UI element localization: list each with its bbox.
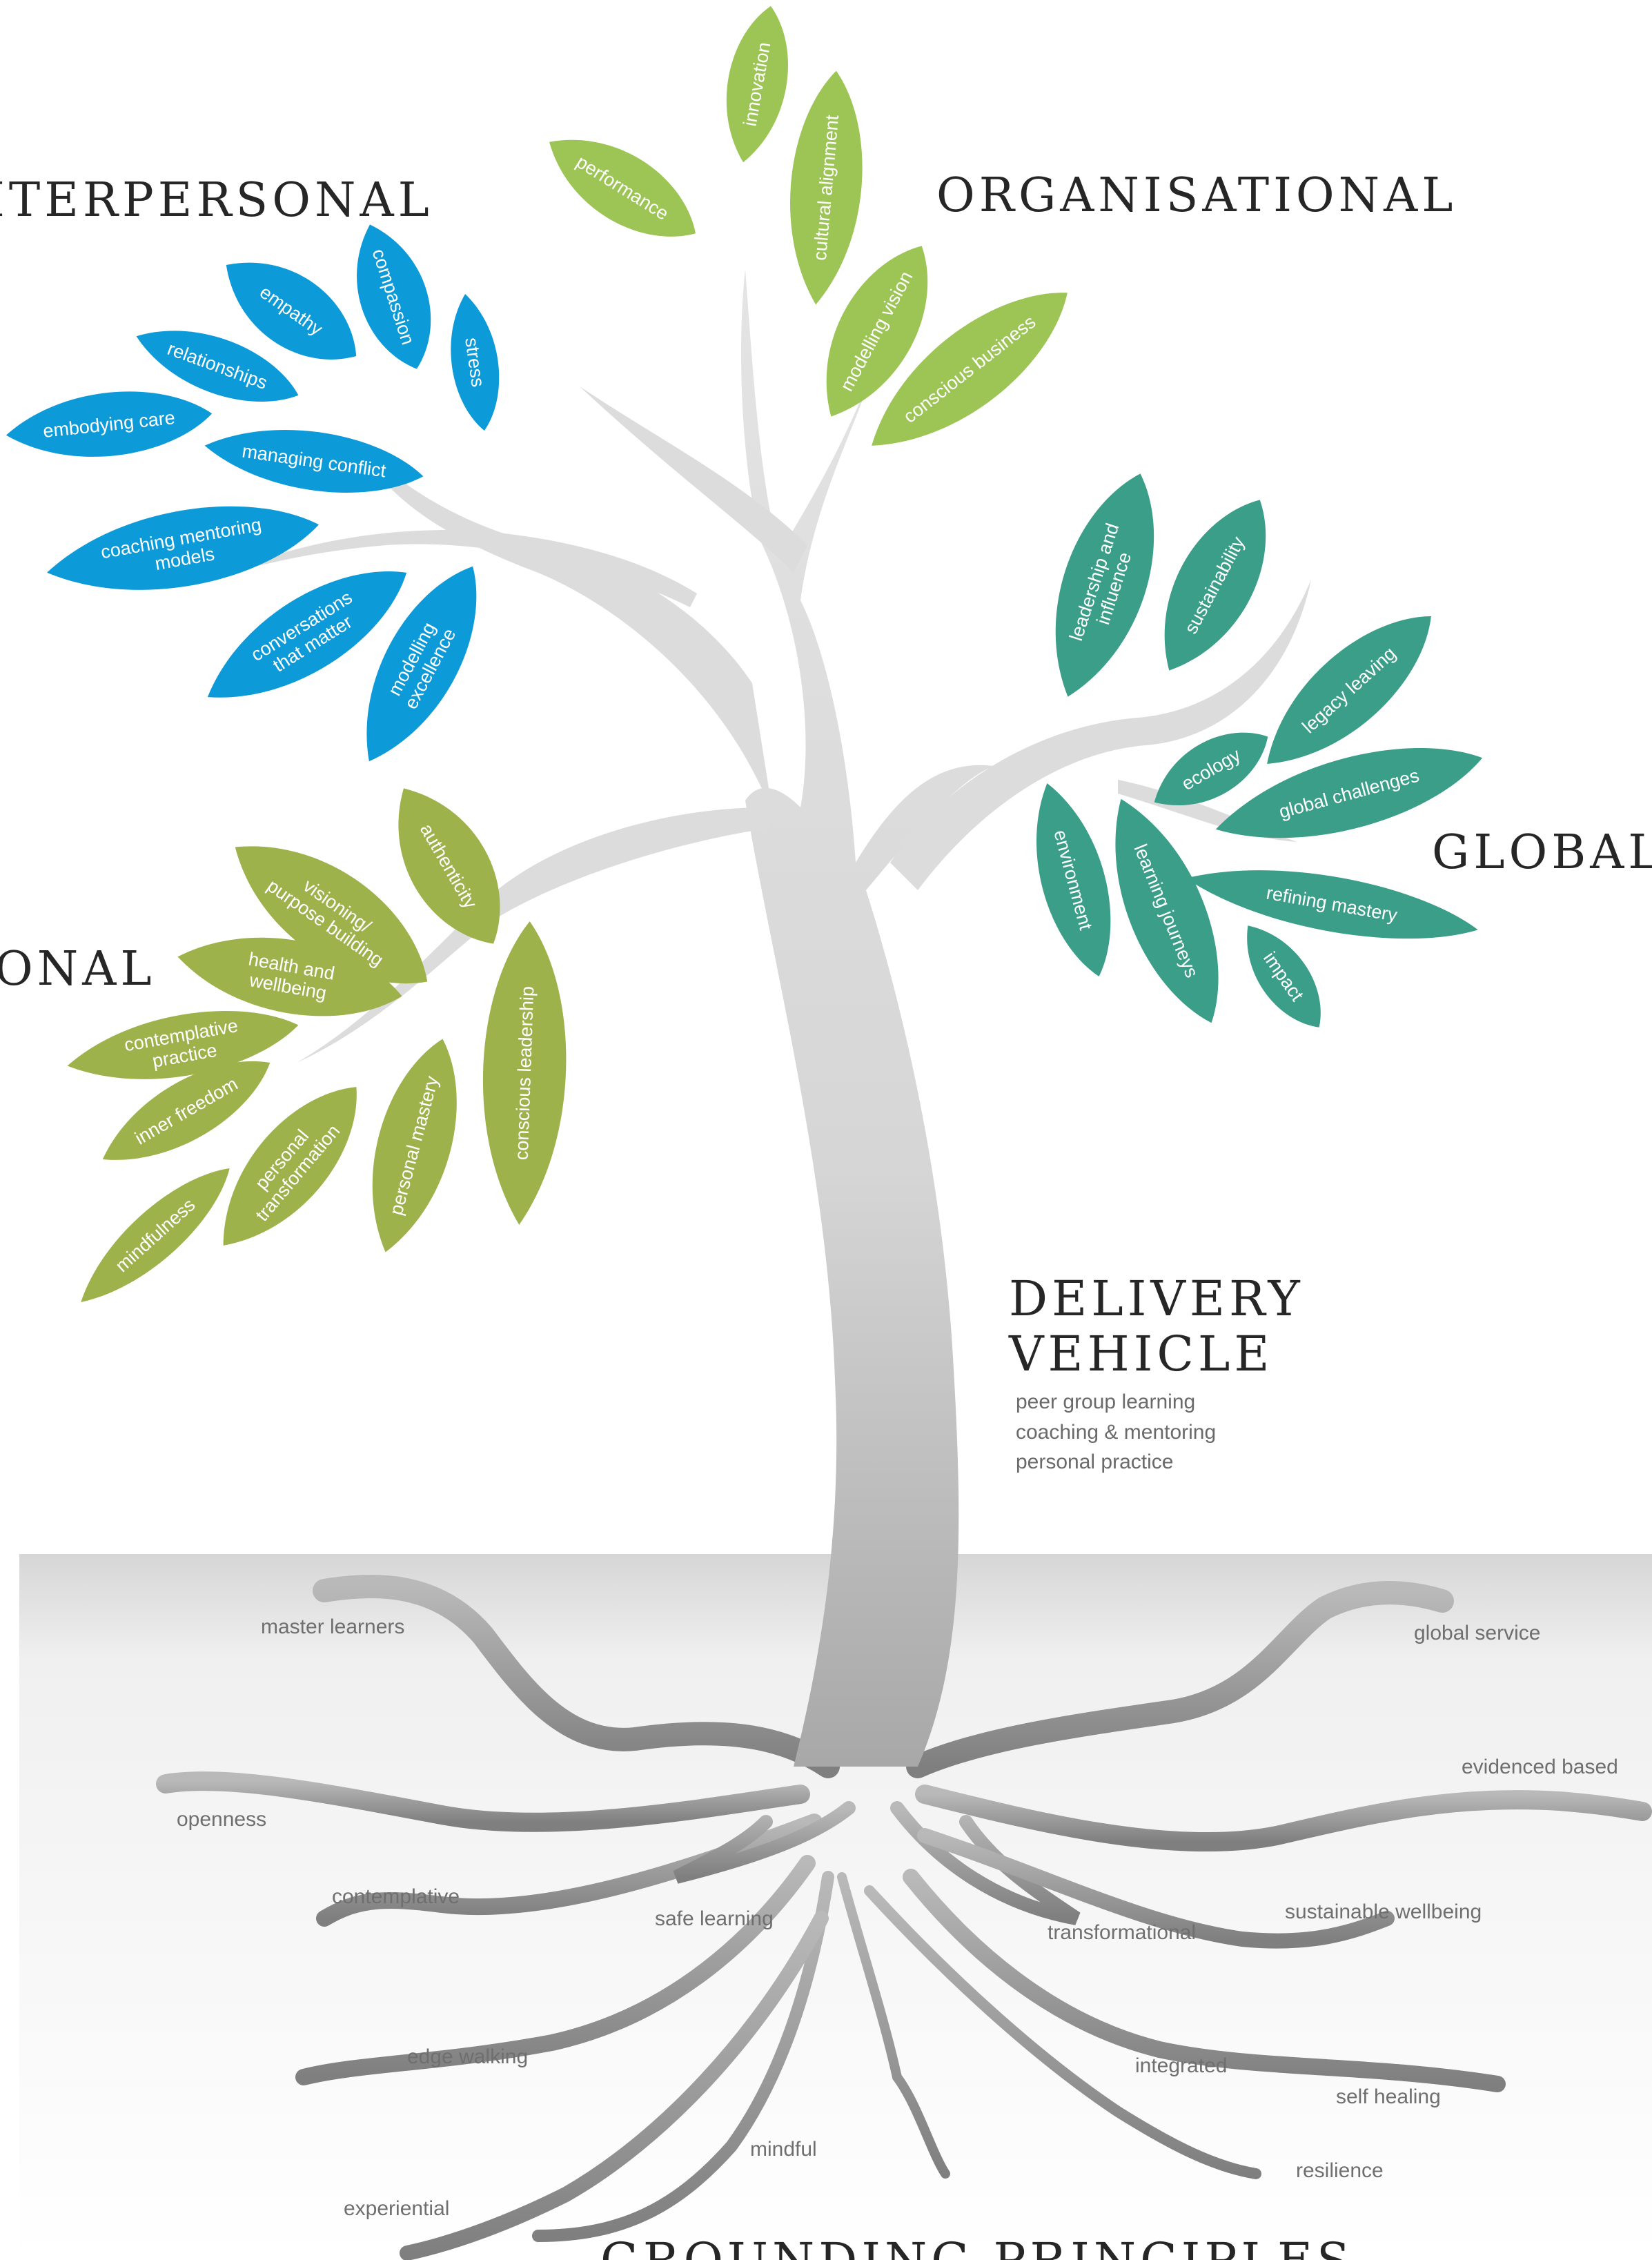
leaf-interpersonal-5: managing conflict [204,430,424,493]
leaf-shape-organisational [826,246,928,417]
root-8 [295,1855,816,2085]
root-1 [906,1581,1454,1778]
root-label: global service [1414,1622,1540,1644]
leaf-shape-personal [482,921,567,1225]
root-label: self healing [1336,2085,1441,2108]
leaf-interpersonal-2: stress [451,293,500,431]
leaf-shape-personal [235,846,428,984]
heading-global: GLOBAL [1432,825,1652,880]
root-label: evidenced based [1462,1756,1618,1778]
leaf-personal-6: personal mastery [372,1039,457,1252]
leaf-interpersonal-0: empathy [226,262,357,360]
leaf-personal-2: health andwellbeing [177,937,402,1016]
root-13 [400,1911,829,2260]
leaf-shape-interpersonal [366,566,477,762]
branch-personal [297,807,769,1063]
root-7 [917,1828,1395,1949]
branch-global [890,580,1311,890]
leaf-personal-0: authenticity [398,788,500,944]
root-10 [532,1871,834,2242]
leaf-shape-global [1036,783,1111,977]
leaf-global-0: leadership andinfluence [1055,473,1154,697]
leaf-shape-interpersonal [47,506,319,590]
leaf-global-5: environment [1036,783,1111,977]
root-11 [837,1872,950,2179]
leaf-shape-interpersonal [207,571,407,698]
leaf-shape-interpersonal [226,262,357,360]
root-2 [915,1785,1652,1852]
heading-personal: ONAL [0,942,156,996]
root-3 [156,1771,810,1832]
leaf-shape-global [1215,748,1483,838]
leaf-shape-interpersonal [204,430,424,493]
root-label: openness [177,1808,266,1831]
leaf-interpersonal-4: embodying care [6,391,213,457]
leaf-shape-global [1115,798,1219,1023]
leaf-interpersonal-1: compassion [357,224,431,369]
delivery-item-2: coaching & mentoring [1016,1421,1216,1444]
leaf-organisational-1: performance [549,139,696,237]
leaf-shape-global [1164,500,1266,671]
leaf-shape-interpersonal [6,391,213,457]
leaf-shape-global [1186,870,1478,939]
leaf-shape-organisational [790,70,863,305]
leaf-shape-personal [177,937,402,1016]
root-label: resilience [1296,2159,1384,2182]
heading-interpersonal: ITERPERSONAL [0,173,433,228]
root-labels: master learners global service evidenced b… [177,1615,1618,2220]
heading-organisational: ORGANISATIONAL [936,168,1457,223]
leaf-global-7: refining mastery [1186,870,1478,939]
leaf-shape-global [1267,616,1431,765]
root-label: contemplative [332,1885,460,1908]
branch-organisational [580,386,807,573]
root-label: master learners [261,1615,404,1638]
root-label: experiential [344,2197,449,2220]
trunk-and-branches [228,269,1311,1767]
leaf-shape-personal [372,1039,457,1252]
trunk [741,269,994,1767]
root-label: sustainable wellbeing [1285,1900,1482,1923]
leaf-global-3: ecology [1154,732,1268,805]
delivery-item-3: personal practice [1016,1451,1173,1473]
leaf-shape-personal [102,1061,271,1160]
root-0 [313,1575,840,1778]
leaf-global-4: global challenges [1215,748,1483,838]
leaf-organisational-0: innovation [726,6,788,163]
leaf-shape-interpersonal [451,293,500,431]
root-label: transformational [1048,1921,1196,1944]
leaf-shape-personal [67,1011,299,1079]
root-5 [673,1801,856,1884]
leaf-shape-personal [223,1087,357,1246]
leaf-shape-interpersonal [136,331,299,402]
leaf-interpersonal-6: coaching mentoringmodels [47,506,319,590]
leaves: innovation performance cultural alignment m… [6,6,1483,1303]
leaf-shape-interpersonal [357,224,431,369]
roots [156,1575,1652,2260]
root-label: edge walking [407,2045,528,2068]
leaf-shape-organisational [872,293,1068,446]
leaf-organisational-2: cultural alignment [790,70,863,305]
leaf-shape-global [1247,925,1321,1028]
root-label: safe learning [655,1907,774,1930]
heading-grounding-principles: GROUNDING PRINCIPLES [600,2232,1354,2260]
root-12 [864,1885,1261,2179]
heading-delivery-vehicle-1: DELIVERY [1009,1270,1304,1327]
leaf-shape-personal [398,788,500,944]
leaf-shape-global [1055,473,1154,697]
leaf-global-8: impact [1247,925,1321,1028]
leaf-shape-global [1154,732,1268,805]
root-label: mindful [750,2138,817,2161]
leaf-shape-personal [81,1168,230,1303]
leaf-personal-7: conscious leadership [482,921,567,1225]
leaf-personal-8: mindfulness [81,1168,230,1303]
branch-interpersonal-lower [228,530,697,607]
leaf-shape-organisational [549,139,696,237]
heading-delivery-vehicle-2: VEHICLE [1008,1326,1274,1382]
root-label: integrated [1135,2054,1227,2077]
delivery-item-1: peer group learning [1016,1391,1195,1413]
root-9 [903,1869,1506,2092]
leaf-shape-organisational [726,6,788,163]
